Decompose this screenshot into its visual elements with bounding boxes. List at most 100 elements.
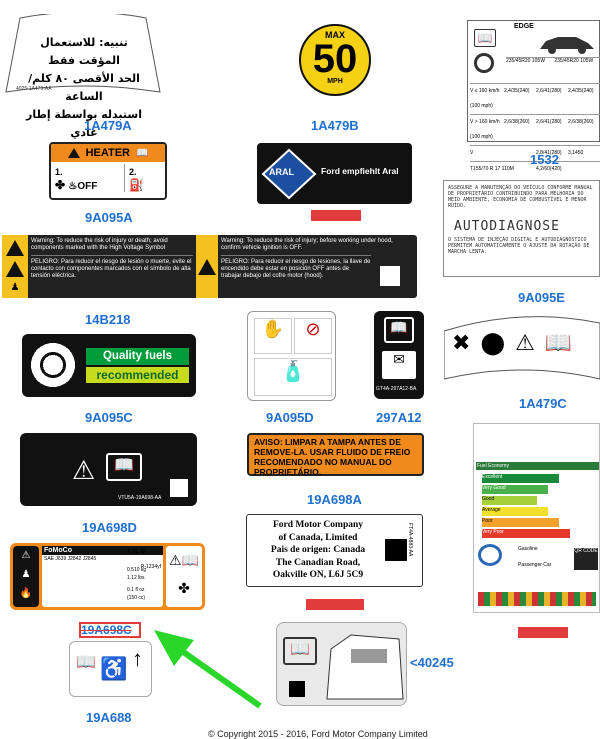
aral-brand: ARAL <box>269 167 294 177</box>
line: Ford Motor Company <box>272 520 364 530</box>
line: The Canadian Road, <box>275 557 361 568</box>
line: Oakville ON, L6J 5C9 <box>272 570 364 580</box>
rating-bands: Excellent Very Good Good Average Poor Ve… <box>482 474 592 538</box>
autodiag-p2: O SISTEMA DE INJEÇÃO DIGITAL E AUTODIAGN… <box>448 237 590 255</box>
label-9a095d[interactable]: 9A095D <box>266 410 314 425</box>
warning-en-a: Warning: To reduce the risk of injury or… <box>31 238 168 251</box>
copyright-text: © Copyright 2015 - 2016, Ford Motor Comp… <box>208 729 428 739</box>
label-1a479c[interactable]: 1A479C <box>519 396 567 411</box>
tailgate-label: 📖 <box>276 622 407 706</box>
ford-canada-label: Ford Motor Company of Canada, Limited Pa… <box>246 514 423 587</box>
no-tools-icon: ✖ <box>452 330 471 355</box>
sensor-icon: ✉ <box>382 351 416 379</box>
book-icon: 📖 <box>181 552 199 568</box>
fan-icon: ✤ <box>178 580 190 596</box>
label-40245[interactable]: <40245 <box>410 655 454 670</box>
aviso-label: AVISO: LIMPAR A TAMPA ANTES DE REMOVE-LA… <box>247 433 424 477</box>
label-energy-redacted <box>518 627 568 638</box>
fluid-bottle-icon: 🧴 <box>254 358 332 396</box>
arabic-tire-label <box>5 14 161 93</box>
band: Excellent <box>482 474 559 483</box>
warning-icon-column: ♟ <box>2 235 28 298</box>
tire-size-row: 235/45R20 105W 235/45R20 105W <box>506 57 600 64</box>
warning-text-a: Warning: To reduce the risk of injury or… <box>28 235 196 298</box>
label-19a698e-redacted <box>306 599 364 610</box>
warning-icon <box>6 240 24 257</box>
manual-label-297a12: 📖 ✉ GT4A-297A12-BA <box>374 311 424 399</box>
arrow-up-icon: ↑ <box>132 646 143 671</box>
logo-strip <box>478 592 596 606</box>
energy-header: Fuel Economy <box>476 462 599 470</box>
pictogram-row: ✖ ⬤ ⚠ 📖 <box>452 330 600 356</box>
label-19a698c-box[interactable]: 19A698C <box>79 622 141 638</box>
label-9a095e[interactable]: 9A095E <box>518 290 565 305</box>
heater-title: HEATER <box>85 147 130 159</box>
ac-info: FoMoCo SAE J639 J2842 J2845 R-1234yf <box>42 546 163 607</box>
band: Good <box>482 496 537 505</box>
label-9a095a[interactable]: 9A095A <box>85 210 133 225</box>
label-14b218[interactable]: 14B218 <box>85 312 131 327</box>
band: Very Poor <box>482 529 570 538</box>
book-icon: 📖 <box>384 317 414 343</box>
label-19a698d[interactable]: 19A698D <box>82 520 137 535</box>
brake-fluid-label: ✋ ⊘ 🧴 <box>247 311 336 401</box>
aral-logo <box>261 148 317 200</box>
warning-icon-column-b <box>196 235 218 298</box>
warning-es-b: PELIGRO: Para reducir el riesgo de lesio… <box>221 255 371 280</box>
label-297a12[interactable]: 297A12 <box>376 410 422 425</box>
person-icon: ♟ <box>21 569 31 580</box>
quality-line-2: recommended <box>86 367 189 383</box>
fuel-type: Gasoline <box>518 546 538 552</box>
book-icon: 📖 <box>544 330 573 355</box>
charge-kg: 0.510 kg <box>127 567 147 573</box>
label-1a479b[interactable]: 1A479B <box>311 118 359 133</box>
pressure-table: V ≤ 160 km/h (100 mph)2,4/35(240)2,6/41(… <box>470 83 600 177</box>
label-9a095c[interactable]: 9A095C <box>85 410 133 425</box>
oil-oz: 0.1 fl oz <box>127 587 145 593</box>
pressure-row: V ≤ 160 km/h (100 mph)2,4/35(240)2,6/41(… <box>470 83 600 114</box>
label-1a479a[interactable]: 1A479A <box>84 118 132 133</box>
fuel-pump-icon: ⛽ <box>129 178 144 192</box>
sae-standards: SAE J639 J2842 J2845 <box>44 556 97 562</box>
tire-placard: 📖 EDGE 235/45R20 105W 235/45R20 105W V ≤… <box>467 20 600 172</box>
qr-code-box: QR CODE <box>574 548 598 570</box>
car-silhouette-icon <box>540 37 594 54</box>
heater-steps: 1. ✤ ♨OFF 2. ⛽ <box>51 162 165 194</box>
warning-en-b: Warning: To reduce the risk of injury; b… <box>221 238 393 251</box>
max-speed-sign: MAX 50 MPH <box>299 24 371 96</box>
warning-label-14b218: ♟ Warning: To reduce the risk of injury … <box>2 235 417 298</box>
part-code: FT4A-4883-AA <box>407 523 413 557</box>
qr-code <box>170 479 188 497</box>
label-19a698a[interactable]: 19A698A <box>307 492 362 507</box>
ford-canada-text: Ford Motor Company of Canada, Limited Pa… <box>253 519 383 582</box>
vehicle-type: Passenger Car <box>518 562 552 568</box>
label-19a688-card: 📖 ♿ ↑ <box>69 641 152 697</box>
label-1532[interactable]: 1532 <box>530 152 559 167</box>
aral-label: ARAL Ford empfiehlt Aral <box>257 143 412 204</box>
warning-icon: ⚠ <box>515 330 535 355</box>
autodiag-p1: ASSEGURE A MANUTENÇÃO DO VEÍCULO CONFORM… <box>448 185 593 209</box>
label-19a688[interactable]: 19A688 <box>86 710 132 725</box>
tire-size-rear: 235/45R20 105W <box>554 58 594 64</box>
warning-icon: ⚠ <box>72 455 96 485</box>
model-name: EDGE <box>514 23 534 30</box>
quality-fuels-label: Quality fuels recommended <box>22 334 196 397</box>
arabic-text: تنبيه: للاستعمال المؤقت فقط الحد الأقصى … <box>20 34 148 142</box>
fan-icon: ✤ <box>55 178 66 192</box>
authority-logo <box>478 544 502 566</box>
quality-line-1: Quality fuels <box>86 348 189 365</box>
autodiag-title: AUTODIAGNOSE <box>454 219 560 234</box>
heater-header: HEATER 📖 <box>51 144 165 162</box>
band: Very Good <box>482 485 548 494</box>
refrigerant-type: R-1234yf <box>140 564 161 570</box>
ac-icon-column: ⚠♟🔥 <box>13 546 39 607</box>
ac-refrigerant-label: ⚠♟🔥 FoMoCo SAE J639 J2842 J2845 R-1234yf… <box>10 543 205 610</box>
warning-icon <box>198 258 216 275</box>
heater-step-1: 1. ✤ ♨OFF <box>55 164 125 192</box>
tire-icon: ⬤ <box>480 330 506 355</box>
warning-text-b: Warning: To reduce the risk of injury; b… <box>218 235 417 298</box>
seat-heat-icon: ♨ <box>68 181 78 192</box>
speed-number: 50 <box>312 37 358 81</box>
